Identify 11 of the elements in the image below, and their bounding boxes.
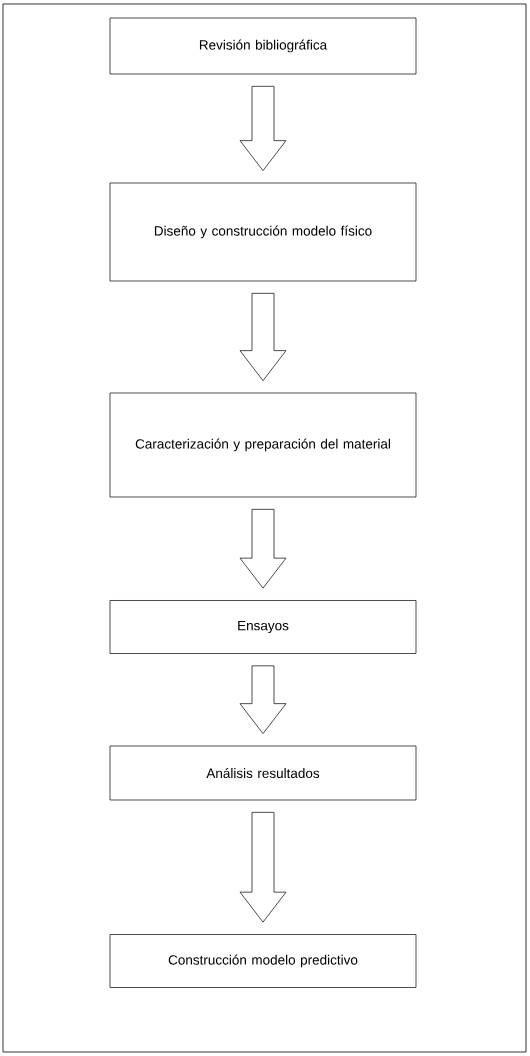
hollow-arrow <box>239 812 287 923</box>
process-box: Diseño y construcción modelo físico <box>109 182 417 282</box>
process-box: Análisis resultados <box>109 745 417 801</box>
process-box: Ensayos <box>109 600 417 654</box>
hollow-arrow <box>239 509 287 589</box>
process-box: Caracterización y preparación del material <box>109 392 417 498</box>
hollow-arrow <box>239 86 287 171</box>
hollow-arrow <box>239 293 287 381</box>
hollow-arrow <box>239 665 287 734</box>
process-box: Construcción modelo predictivo <box>109 934 417 988</box>
process-box: Revisión bibliográfica <box>109 17 417 75</box>
